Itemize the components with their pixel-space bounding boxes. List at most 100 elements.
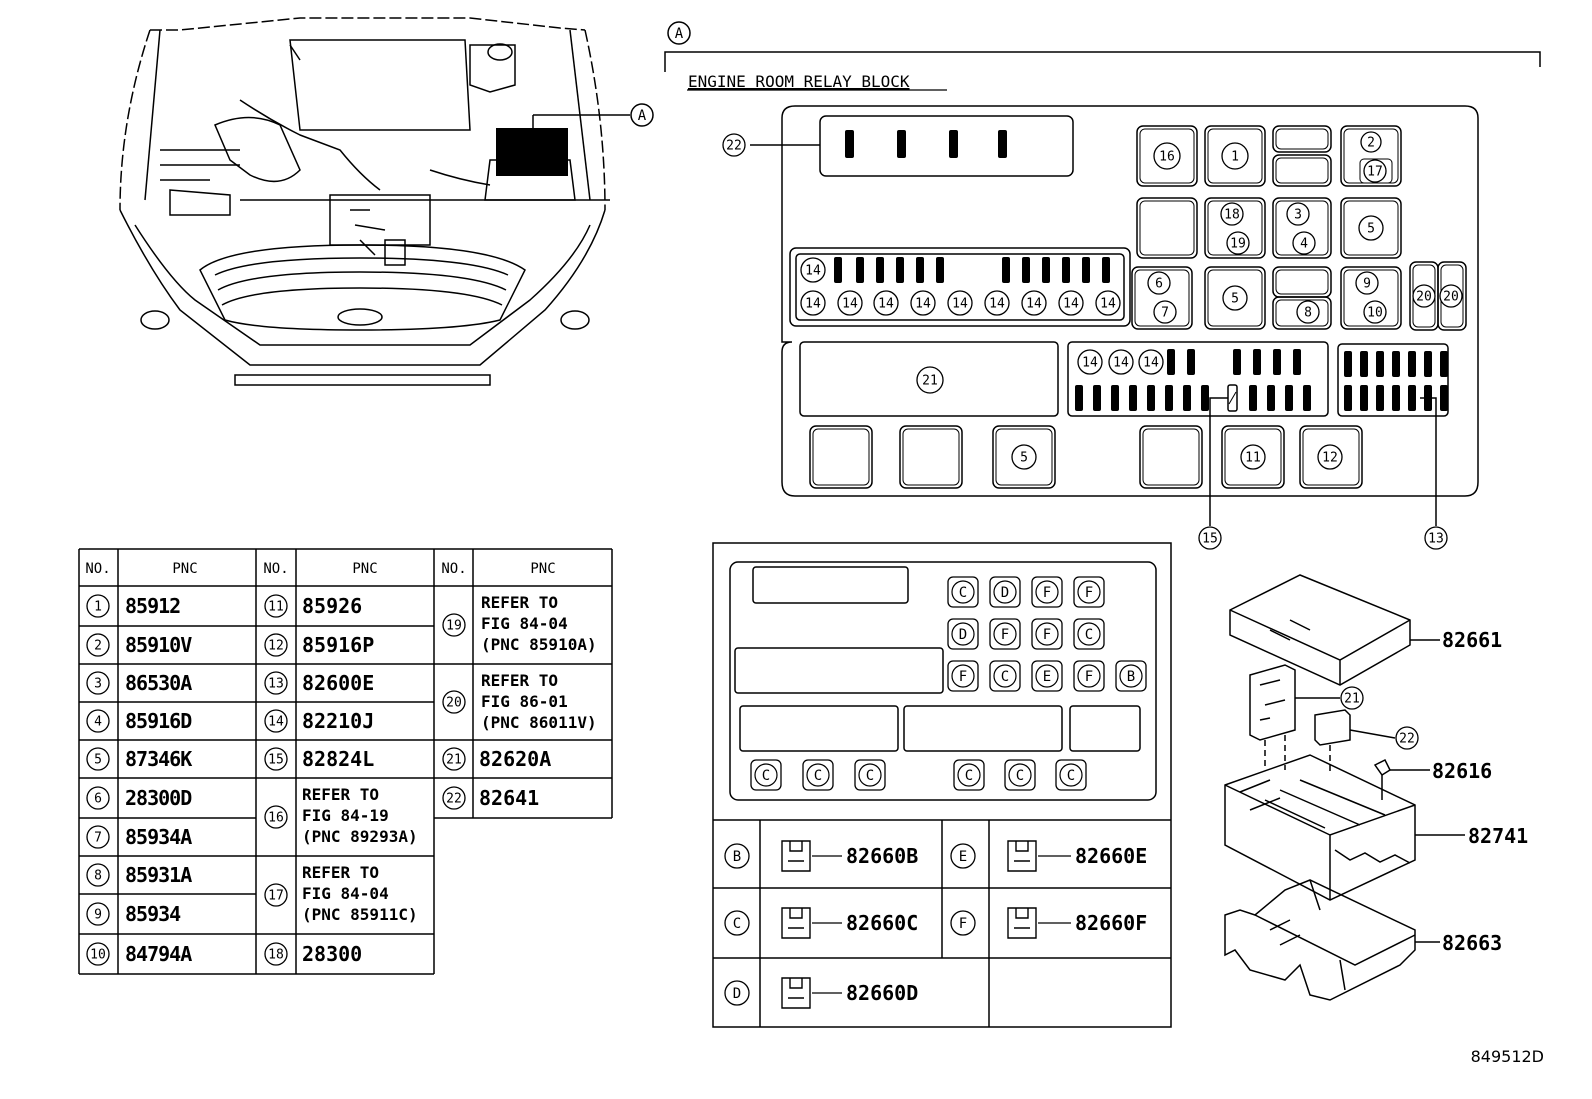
fuse-slot [1440, 351, 1448, 377]
table-header: NO. [263, 561, 288, 577]
svg-text:22: 22 [726, 139, 742, 154]
pnc-cell: 85912 [125, 594, 180, 618]
fuse-slot [1062, 257, 1070, 283]
svg-text:E: E [1043, 669, 1051, 685]
svg-text:12: 12 [268, 639, 284, 654]
svg-text:5: 5 [1020, 451, 1028, 466]
fuse-slot [998, 130, 1007, 158]
connector-legend-letter: E [950, 843, 976, 869]
connector-position: B [1115, 660, 1147, 692]
callout-14: 14 [873, 290, 899, 316]
svg-text:12: 12 [1322, 451, 1338, 466]
svg-text:C: C [965, 768, 973, 784]
svg-text:5: 5 [1231, 292, 1239, 307]
row-number-badge: 6 [86, 786, 110, 810]
connector-position: E [1031, 660, 1063, 692]
fuse-slot [936, 257, 944, 283]
svg-text:3: 3 [1294, 208, 1302, 223]
connector-position: C [1004, 759, 1036, 791]
svg-text:21: 21 [446, 753, 462, 768]
callout-21: 21 [1340, 686, 1364, 710]
refer-cell: (PNC 85910A) [481, 635, 597, 654]
fuse-slot [1075, 385, 1083, 411]
svg-text:20: 20 [1443, 290, 1459, 305]
fuse-slot [1233, 349, 1241, 375]
svg-text:15: 15 [1202, 532, 1218, 547]
svg-text:20: 20 [446, 696, 462, 711]
fuse-slot [1082, 257, 1090, 283]
fuse-slot [1002, 257, 1010, 283]
connector-position: C [953, 759, 985, 791]
svg-text:14: 14 [1113, 356, 1129, 371]
relay-block-title: ENGINE ROOM RELAY BLOCK [688, 72, 910, 91]
callout-a-label: A [638, 108, 647, 124]
fuse-slot [1424, 351, 1432, 377]
fuse-slot [1201, 385, 1209, 411]
svg-text:14: 14 [1100, 297, 1116, 312]
fuse-slot [1344, 351, 1352, 377]
row-number-badge: 2 [86, 633, 110, 657]
relay-9-10 [1340, 266, 1402, 330]
callout-14: 14 [1108, 349, 1134, 375]
svg-text:14: 14 [805, 297, 821, 312]
svg-text:14: 14 [989, 297, 1005, 312]
fuse-slot [1022, 257, 1030, 283]
callout-22: 22 [722, 133, 746, 157]
svg-text:15: 15 [268, 753, 284, 768]
svg-text:F: F [1085, 585, 1093, 601]
relay-3-4 [1272, 197, 1332, 259]
fuse-slot [834, 257, 842, 283]
fuse-slot [1167, 349, 1175, 375]
callout-5: 5 [1358, 215, 1384, 241]
relay-5b [1204, 266, 1266, 330]
callout-4: 4 [1292, 231, 1316, 255]
refer-cell: (PNC 85911C) [302, 905, 418, 924]
fuse-slot [1293, 349, 1301, 375]
fuse-slot [1360, 351, 1368, 377]
relay-slot [1272, 154, 1332, 187]
relay-12 [1299, 425, 1363, 489]
svg-text:E: E [959, 849, 967, 865]
connector-position: C [802, 759, 834, 791]
refer-cell: REFER TO [302, 785, 379, 804]
svg-text:10: 10 [1367, 306, 1383, 321]
pnc-cell: 85934 [125, 902, 181, 926]
row-number-badge: 8 [86, 863, 110, 887]
svg-text:13: 13 [268, 677, 284, 692]
svg-text:6: 6 [1155, 277, 1163, 292]
connector-legend-letter: B [724, 843, 750, 869]
svg-text:14: 14 [915, 297, 931, 312]
callout-14: 14 [1058, 290, 1084, 316]
row-number-badge: 13 [264, 671, 288, 695]
row-number-badge: 7 [86, 825, 110, 849]
relay-5c [992, 425, 1056, 489]
fuse-slot [1102, 257, 1110, 283]
row-number-badge: 16 [264, 805, 288, 829]
relay-empty [899, 425, 963, 489]
fuse-slot [1344, 385, 1352, 411]
callout-16: 16 [1153, 142, 1181, 170]
fuse-slot [1376, 385, 1384, 411]
row-number-badge: 9 [86, 902, 110, 926]
fuse-slot [1303, 385, 1311, 411]
relay-connector-icon [1007, 840, 1037, 872]
relay-2-17 [1340, 125, 1402, 187]
relay-connector-icon [781, 977, 811, 1009]
fuse-slot [949, 130, 958, 158]
fuse-slot [1183, 385, 1191, 411]
svg-text:19: 19 [446, 619, 462, 634]
callout-14: 14 [800, 290, 826, 316]
pnc-cell: 85934A [125, 825, 192, 849]
svg-text:21: 21 [922, 374, 938, 389]
svg-text:22: 22 [446, 792, 462, 807]
pnc-cell: 87346K [125, 747, 192, 771]
pnc-cell: 82641 [479, 786, 539, 810]
connector-position: C [947, 576, 979, 608]
svg-text:8: 8 [94, 869, 102, 884]
svg-text:14: 14 [952, 297, 968, 312]
svg-text:D: D [1001, 585, 1009, 601]
pnc-cell: 28300D [125, 786, 192, 810]
relay-11 [1221, 425, 1285, 489]
